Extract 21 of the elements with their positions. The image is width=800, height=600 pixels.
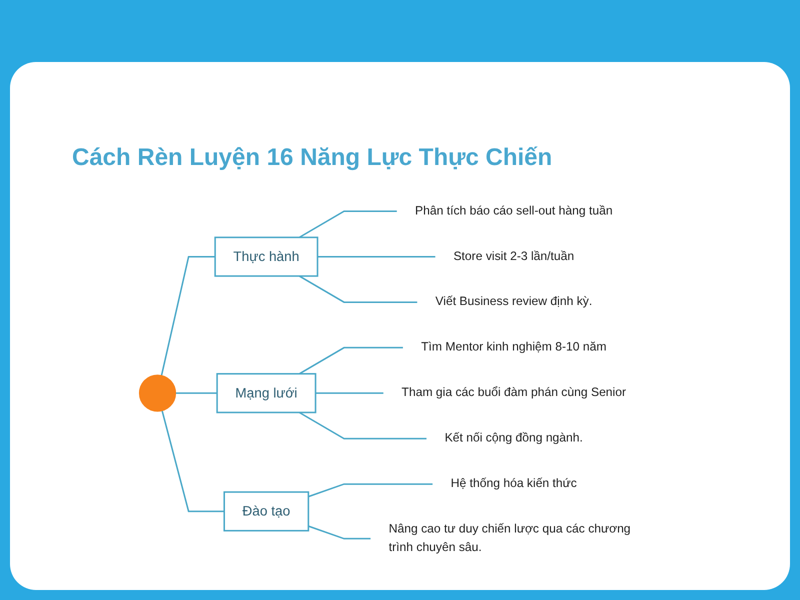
title: Cách Rèn Luyện 16 Năng Lực Thực Chiến — [72, 144, 552, 172]
connector — [308, 483, 433, 498]
node-text: Tham gia các buổi đàm phán cùng Senior — [402, 386, 626, 400]
connector — [298, 412, 426, 440]
node-box: Thực hành — [214, 236, 318, 277]
node-text: Store visit 2-3 lần/tuần — [453, 250, 574, 263]
node-box: Đào tạo — [223, 491, 310, 532]
node-box: Mạng lưới — [216, 373, 316, 414]
node-text: Tìm Mentor kinh nghiệm 8-10 năm — [421, 340, 606, 354]
connector — [308, 525, 371, 540]
node-circle — [138, 374, 176, 412]
connector — [298, 210, 397, 238]
node-text: Nâng cao tư duy chiến lược qua các chương trình chuyên sâu. — [388, 522, 631, 554]
connector — [316, 392, 384, 394]
node-text: Hệ thống hóa kiến thức — [450, 477, 577, 490]
connector — [298, 275, 418, 303]
node-text: Viết Business review định kỳ. — [435, 295, 592, 308]
connector — [318, 256, 436, 258]
connector — [298, 346, 403, 374]
node-text: Kết nối cộng đồng ngành. — [444, 432, 583, 445]
node-text: Phân tích báo cáo sell-out hàng tuần — [415, 204, 613, 218]
